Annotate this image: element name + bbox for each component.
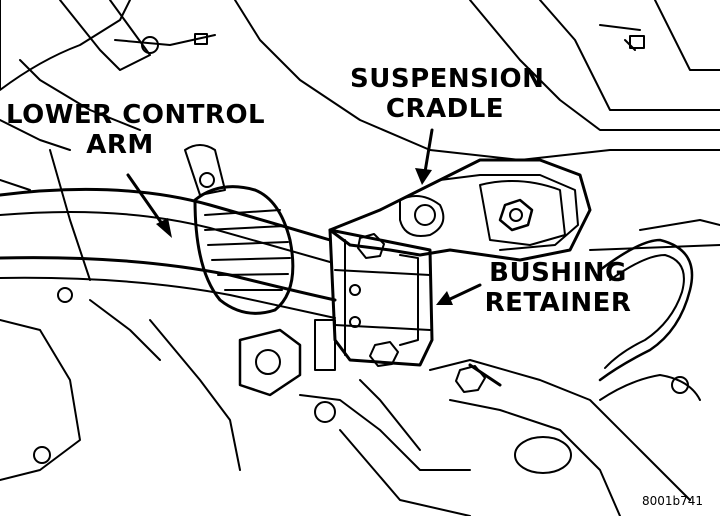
suspension-cradle (328, 158, 592, 262)
bushing-retainer-label: BUSHING RETAINER (482, 258, 634, 318)
suspension-cradle-label: SUSPENSION CRADLE (350, 64, 545, 124)
bushing-boot (184, 144, 295, 315)
figure-id: 8001b741 (642, 494, 704, 508)
brake-lines (589, 219, 720, 401)
bushing-retainer-label-line1: BUSHING (489, 258, 627, 288)
upper-shaft (59, 0, 216, 71)
bushing-retainer-label-line2: RETAINER (484, 288, 632, 318)
callout-arrows (126, 128, 482, 305)
lower-control-arm-label: LOWER CONTROL ARM (6, 100, 266, 160)
suspension-cradle-label-line1: SUSPENSION (350, 64, 545, 94)
lower-structure (0, 287, 691, 516)
lower-control-arm-label-line2: ARM (86, 130, 154, 160)
suspension-cradle-label-line2: CRADLE (385, 94, 505, 124)
lower-control-arm-label-line1: LOWER CONTROL (6, 100, 266, 130)
